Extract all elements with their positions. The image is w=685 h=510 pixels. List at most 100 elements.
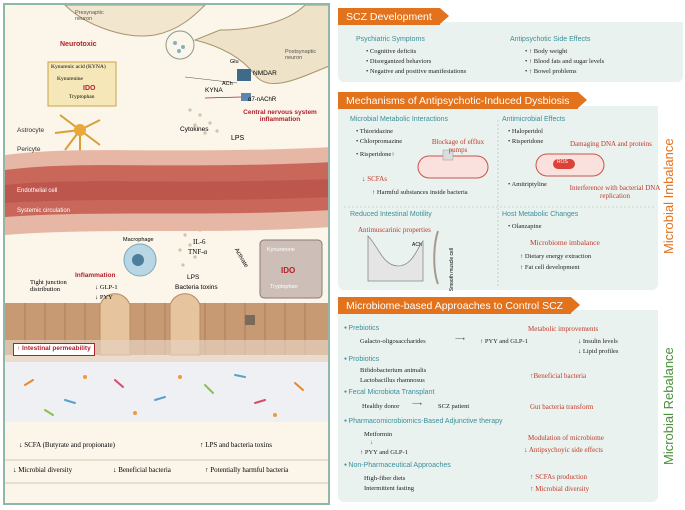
lps-label: LPS [231, 135, 245, 142]
glu-label: Glu [230, 59, 239, 65]
damaging-label: Damaging DNA and proteins [570, 140, 652, 148]
tight-junction-label: Tight junction distribution [30, 279, 67, 293]
psych-item: Negative and positive manifestations [366, 68, 466, 76]
hmc-title: Host Metabolic Changes [502, 211, 579, 218]
tryptophan2-label: Tryptophan [270, 284, 298, 290]
cns-inflammation-label: Central nervous system inflammation [243, 109, 317, 123]
donor-label: Healthy donor [362, 403, 400, 410]
inflammation-label: Inflammation [75, 272, 116, 279]
risperidone-label: Risperidone↑ [356, 151, 395, 159]
amitriptyline-label: Amitriptyline [508, 181, 547, 189]
ido-label: IDO [83, 85, 96, 92]
ame-drug: Risperidone [508, 138, 543, 146]
probiotics-title: Probiotics [344, 356, 379, 363]
pericyte-label: Pericyte [17, 146, 41, 153]
ach-label: ACh [222, 81, 233, 87]
imbalance-label: Microbiome imbalance [530, 238, 600, 247]
arrow-icon: ⟶ [412, 401, 423, 408]
beneficial-bacteria-label: ↓ Beneficial bacteria [113, 466, 171, 474]
gut-label: Gut bacteria transform [530, 403, 594, 411]
pharma-title: Pharmacomicrobiomics-Based Adjunctive th… [344, 418, 502, 425]
bifido-label: Bifidobacterium animalis [360, 367, 427, 374]
fat-label: ↑ Fat cell development [520, 264, 580, 271]
ros-label: ROS [557, 159, 568, 165]
kynurenine-label: Kynurenine [57, 76, 83, 82]
scfa-prod-label: ↑ SCFAs production [530, 473, 588, 481]
fmt-title: Fecal Microbiota Transplant [344, 389, 434, 396]
nonpharma-title: Non-Pharmaceutical Approaches [344, 462, 450, 469]
pyy-glp2-label: ↑ PYY and GLP-1 [360, 449, 408, 456]
microbial-diversity-label: ↓ Microbial diversity [13, 466, 73, 474]
kynurenic-acid-label: Kynurenic acid (KYNA) [51, 64, 106, 70]
side-effects-title: Antipsychotic Side Effects [510, 36, 591, 43]
microbial-imbalance-label: Microbial Imbalance [661, 138, 676, 255]
harmful-bacteria-label: ↑ Potentially harmful bacteria [205, 466, 289, 474]
antipsych-label: ↓ Antipsychoyic side effects [524, 446, 603, 454]
scz-development-title: SCZ Development [338, 8, 449, 25]
smooth-muscle-label: Smooth muscle cell [449, 248, 455, 292]
tnfa-label: TNF-α [188, 248, 208, 256]
lps-bacteria-label: LPS [187, 274, 200, 281]
scfa-label: ↓ SCFA (Butyrate and propionate) [19, 441, 115, 449]
nmdar-label: NMDAR [253, 70, 277, 77]
diversity-label: ↑ Microbial diversity [530, 485, 590, 493]
lacto-label: Lactobacillus rhamnosus [360, 377, 425, 384]
mmi-title: Microbial Metabolic Interactions [350, 116, 449, 123]
il6-label: IL-6 [193, 238, 206, 246]
side-effect-item: ↑ Body weight [525, 48, 567, 56]
metformin-label: Metformin [364, 431, 393, 438]
fiber-label: High-fiber diets [364, 475, 406, 482]
side-effect-item: ↑ Bowel problems [525, 68, 577, 76]
mechanisms-title: Mechanisms of Antipsychotic-Induced Dysb… [338, 92, 587, 109]
endothelial-label: Endothelial cell [17, 188, 58, 194]
pathophysiology-panel: Presynaptic neuron Postsynaptic neuron G… [3, 3, 330, 505]
presynaptic-label: Presynaptic neuron [75, 10, 104, 22]
mechanisms-illustration [344, 120, 654, 286]
antimuscarinic-label: Antimuscarinic properties [358, 226, 431, 234]
diet-label: ↑ Dietary energy extraction [520, 253, 592, 260]
postsynaptic-label: Postsynaptic neuron [285, 49, 317, 61]
interference-label: Interference with bacterial DNA replicat… [569, 184, 661, 200]
a7-nachr-label: α7-nAChR [248, 97, 277, 103]
psych-item: Cognitive deficits [366, 48, 416, 56]
microbial-rebalance-label: Microbial Rebalance [661, 347, 676, 465]
psychiatric-symptoms-title: Psychiatric Symptoms [356, 36, 425, 43]
approaches-panel [338, 310, 658, 502]
rim-title: Reduced Intestinal Motility [350, 211, 432, 218]
cytokines-label: Cytokines [180, 126, 209, 133]
intestinal-permeability-label: ↑ Intestinal permeability [13, 343, 95, 356]
galacto-label: Galacto-oligosaccharides [360, 338, 426, 345]
neurotoxic-label: Neurotoxic [60, 41, 97, 48]
mmi-drug: Chlorpromazine [356, 138, 402, 146]
pathophysiology-illustration [5, 5, 328, 484]
lps-toxins-label: ↑ LPS and bacteria toxins [200, 441, 272, 449]
arrow-icon: ⟶ [455, 336, 466, 343]
ach-label: ACh [412, 242, 422, 248]
lipid-label: ↓ Lipid profiles [578, 348, 619, 355]
approaches-title: Microbiome-based Approaches to Control S… [338, 297, 581, 314]
insulin-label: ↓ Insulin levels [578, 338, 618, 345]
ame-title: Antimicrobial Effects [502, 116, 566, 123]
side-effect-item: ↑ Blood fats and sugar levels [525, 58, 604, 66]
olanzapine-label: Olanzapine [508, 223, 542, 231]
efflux-label: Blockage of efflux pumps [431, 138, 485, 154]
ido2-label: IDO [281, 266, 296, 275]
pyy-label: ↓ PYY [95, 294, 113, 301]
astrocyte-label: Astrocyte [17, 127, 45, 134]
ame-drug: Haloperidol [508, 128, 543, 136]
scz-patient-label: SCZ patient [438, 403, 470, 410]
kynurenine2-label: Kynurenine [267, 247, 295, 253]
harmful-substances-label: ↑ Harmful substances inside bacteria [372, 189, 468, 196]
prebiotics-title: Prebiotics [344, 325, 379, 332]
fasting-label: Intermittent fasting [364, 485, 415, 492]
modulation-label: Modulation of microbiome [528, 434, 604, 442]
beneficial-label: ↑Beneficial bacteria [530, 372, 587, 380]
pyy-glp-label: ↑ PYY and GLP-1 [480, 338, 528, 345]
psych-item: Disorganized behaviors [366, 58, 431, 66]
kyna-label: KYNA [205, 87, 223, 94]
bacteria-toxins-label: Bacteria toxins [175, 284, 218, 291]
systemic-circulation-label: Systemic circulation [17, 208, 71, 214]
arrow-down-icon: ↓ [370, 440, 373, 446]
tryptophan-label: Tryptophan [69, 94, 95, 100]
macrophage-label: Macrophage [123, 237, 154, 243]
